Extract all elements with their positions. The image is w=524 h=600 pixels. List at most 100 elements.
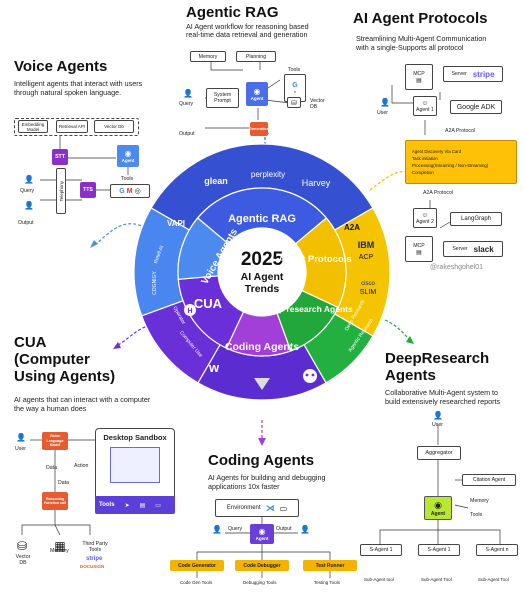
coding-gen-tools-label: Code Gen Tools [180, 580, 213, 585]
proto-google-adk-label: Google ADK [456, 103, 496, 111]
rag-system-prompt-box: System Prompt [206, 88, 239, 108]
deep-user-icon: 👤 [433, 411, 443, 420]
proto-stripe-logo: stripe [472, 69, 495, 79]
cua-brand2-logo: DOCUSIGN [80, 564, 105, 569]
rag-title: Agentic RAG [186, 4, 279, 21]
proto-server-box-1: Server stripe [443, 66, 503, 82]
cua-action-label: Action [74, 463, 89, 469]
voice-embedding-label: Embedding Model [21, 121, 45, 132]
proto-google-adk-box: Google ADK [450, 100, 502, 114]
rag-generation-label: Generation [248, 127, 270, 131]
logo-w-icon: w [208, 360, 220, 375]
deep-title-2: Agents [385, 367, 436, 384]
cua-memory-label: Memory [50, 548, 69, 554]
voice-telephony-label: Telephony [58, 180, 64, 202]
coding-query-label: Query [228, 526, 243, 532]
coding-debug-tools-label: Debugging Tools [243, 580, 277, 585]
coding-desc-2: applications 10x faster [208, 482, 280, 491]
cua-reasoning-box: Reasoning Function call [42, 492, 68, 510]
voice-stt-box: STT [52, 149, 68, 165]
center-line-1: AI Agent [241, 271, 284, 283]
cua-user-label: User [15, 446, 26, 452]
wheel-center-circle [220, 230, 304, 314]
proto-user-icon: 👤 [380, 98, 390, 107]
proto-agent2-label: Agent 2 [416, 218, 434, 225]
cua-vlm-label: Vision Language Model [46, 434, 64, 448]
voice-tts-box: TTS [80, 182, 96, 198]
trends-wheel: 2025 AI Agent Trends Agentic RAG Voice A… [133, 143, 391, 401]
cua-desktop-label: Desktop Sandbox [103, 433, 167, 442]
deep-agent-label: Agent [430, 510, 446, 517]
voice-user-icon: 👤 [24, 175, 34, 184]
voice-output-user-icon: 👤 [24, 201, 34, 210]
cua-stripe-logo: stripe [86, 556, 103, 562]
coding-agent-label: Agent [255, 536, 269, 541]
coding-title: Coding Agents [208, 452, 315, 469]
coding-output-label: Output [276, 526, 292, 532]
rag-query-label: Query [179, 101, 194, 107]
cua-title-1: CUA [14, 334, 47, 351]
cua-terminal-icon: ▭ [155, 502, 161, 509]
logo-glean: glean [204, 176, 228, 186]
deep-agent-icon: ◉ [434, 499, 442, 510]
cua-desktop-window [110, 447, 160, 483]
logo-bot-icon [303, 369, 317, 383]
cua-vector-db-label: Vector DB [15, 554, 31, 566]
cua-vlm-box: Vision Language Model [42, 432, 68, 450]
proto-mcp-label-2: MCP [413, 242, 425, 249]
coding-test-runner-label: Test Runner [315, 562, 345, 569]
deep-subtool-2: Sub-Agent Tool [421, 577, 452, 582]
proto-mcp-icon-1: ▤ [416, 77, 422, 84]
coding-environment-label: Environment [226, 505, 261, 511]
logo-cognigy: COGNIGY [152, 271, 158, 295]
coding-generator-box: Code Generator [170, 560, 224, 571]
rag-planning-label: Planning [245, 53, 267, 60]
voice-retrieval-box: Retrieval API [56, 120, 88, 133]
proto-agent2-icon: ☺ [421, 211, 429, 219]
cua-memory-icon: ▦ [54, 539, 66, 553]
voice-agent-label: Agent [121, 158, 135, 163]
cua-user-icon: 👤 [16, 433, 26, 442]
rag-vector-db-label: Vector DB [310, 98, 325, 110]
rag-memory-label: Memory [198, 53, 218, 60]
logo-acp: ACP [359, 254, 374, 261]
proto-agent1-label: Agent 1 [416, 106, 434, 113]
coding-debugger-label: Code Debugger [243, 562, 281, 569]
wheel-segment-inner-voice [177, 217, 230, 280]
voice-agent-box: ◉Agent [117, 145, 139, 167]
proto-server-label-1: Server [451, 71, 467, 77]
cua-title-3: Using Agents) [14, 368, 116, 385]
rag-agent-icon: ◉ [253, 87, 261, 96]
coding-environment-box: Environment ⋊ ▭ [215, 499, 299, 517]
proto-agent1-icon: ☺ [421, 99, 429, 107]
voice-vector-box: Vector Db [94, 120, 134, 133]
deep-desc-1: Collaborative Multi-Agent system to [385, 388, 499, 397]
voice-telephony-box: Telephony [56, 168, 66, 214]
voice-desc-1: Intelligent agents that interact with us… [14, 79, 143, 88]
deep-agent-box: ◉Agent [424, 496, 452, 520]
deep-title-1: DeepResearch [385, 350, 490, 367]
voice-retrieval-label: Retrieval API [59, 124, 86, 129]
voice-gmail-icon: M [126, 187, 133, 195]
voice-query-label: Query [20, 188, 35, 194]
protocols-desc-2: with a single-Supports all protocol [356, 43, 464, 52]
voice-desc-2: through natural spoken language. [14, 88, 122, 97]
rag-generation-box: Generation [248, 122, 270, 136]
rag-planning-box: Planning [236, 51, 276, 62]
coding-vscode-icon: ⋊ [265, 502, 275, 513]
voice-agent-icon: ◉ [124, 149, 132, 158]
deep-tools-label: Tools [470, 512, 483, 518]
wheel-label-cua: CUA [194, 296, 223, 311]
rag-desc-1: AI Agent workflow for reasoning based [186, 22, 309, 31]
logo-cisco: cisco [361, 281, 375, 287]
voice-output-label: Output [18, 220, 34, 226]
proto-mcp-icon-2: ▤ [416, 249, 422, 256]
proto-server-label-2: Server [452, 246, 468, 252]
proto-feature-1: Agent Discovery Via Card [412, 149, 462, 154]
proto-user-label: User [377, 110, 388, 116]
proto-features-box: Agent Discovery Via Card Task initiation… [405, 140, 517, 184]
coding-agent-icon: ◉ [258, 527, 266, 536]
logo-vapi: VAPI [167, 219, 185, 228]
coding-user-icon: 👤 [212, 525, 222, 534]
